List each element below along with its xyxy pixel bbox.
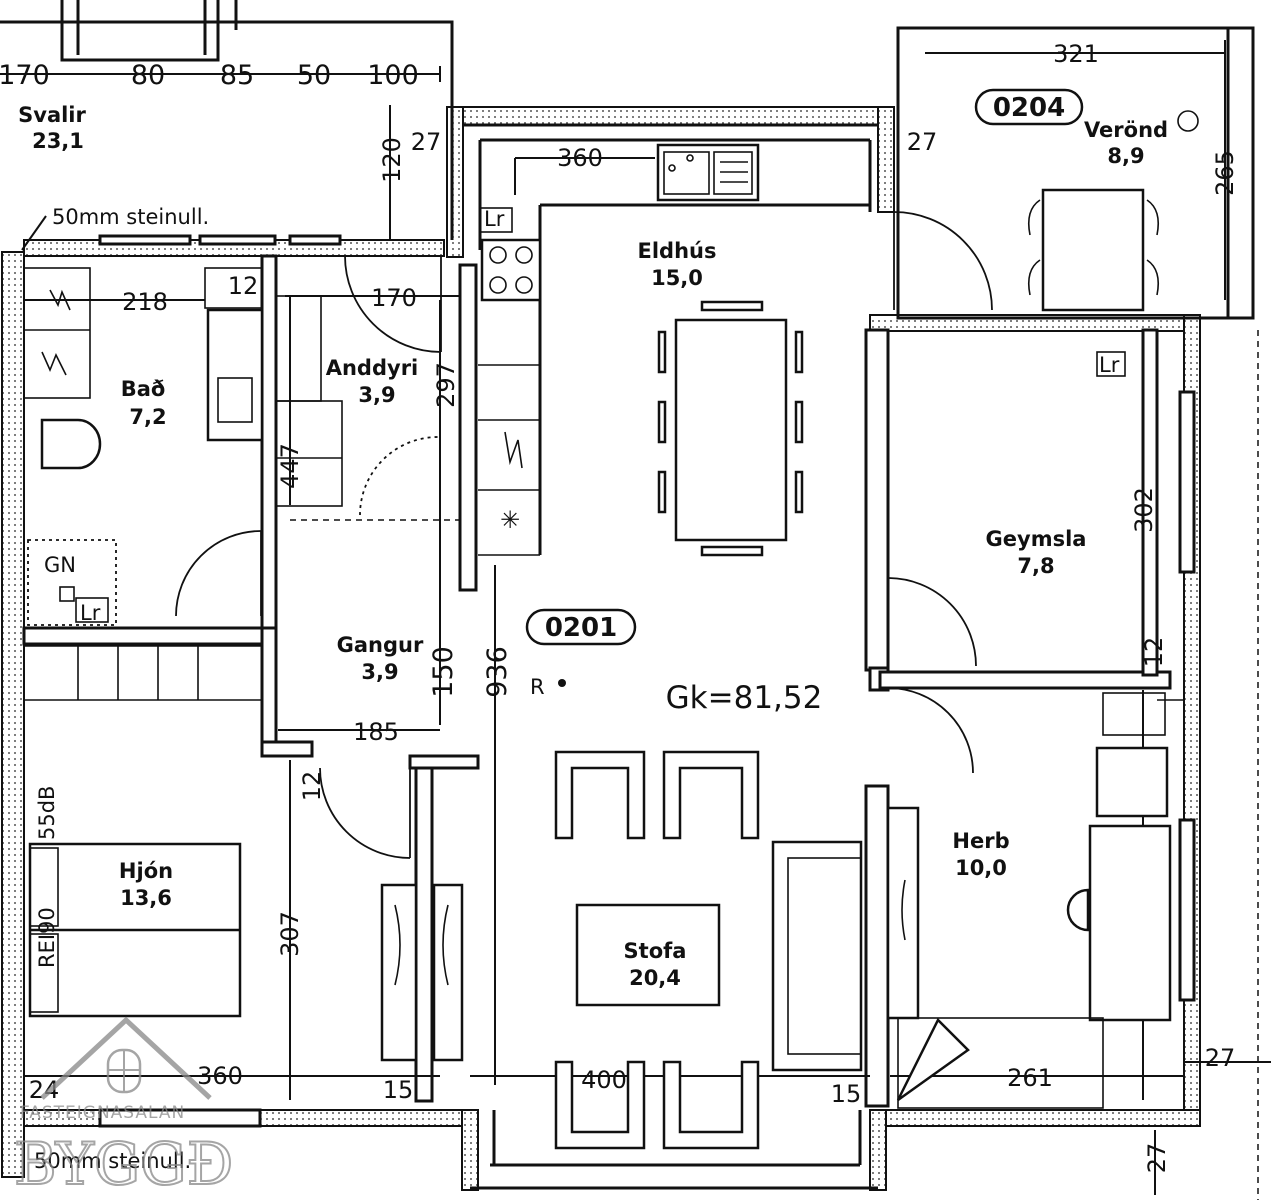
- room-eldhus-name: Eldhús: [638, 239, 717, 263]
- dim-24: 24: [29, 1076, 60, 1104]
- dim-360-kitchen: 360: [557, 144, 603, 172]
- dim-936: 936: [482, 646, 513, 698]
- dim-307: 307: [276, 911, 304, 957]
- dim-12-storage: 12: [1140, 637, 1168, 668]
- doors: [175, 211, 993, 859]
- dimension-labels: 170 80 85 50 100 321 265 27 27 120 360 2…: [0, 40, 1239, 1173]
- watermark-line2: BYGGÐ: [14, 1130, 233, 1198]
- room-herb-name: Herb: [952, 829, 1009, 853]
- room-hjon-name: Hjón: [119, 859, 173, 883]
- fan-icon: ✳: [500, 506, 520, 534]
- dim-218: 218: [122, 288, 168, 316]
- terrace-unit-tag: 0204: [993, 93, 1065, 123]
- insulation-note-top: 50mm steinull.: [52, 205, 209, 229]
- dim-360-bedroom: 360: [197, 1062, 243, 1090]
- room-gangur-name: Gangur: [337, 633, 424, 657]
- room-stofa-name: Stofa: [624, 939, 687, 963]
- room-geymsla-name: Geymsla: [986, 527, 1087, 551]
- insulation-note-bottom: 50mm steinull.: [34, 1149, 191, 1173]
- dim-321: 321: [1053, 40, 1099, 68]
- room-svalir-area: 23,1: [32, 129, 84, 153]
- dim-50: 50: [297, 60, 331, 91]
- dim-80: 80: [131, 60, 165, 91]
- storage-fixtures: [1096, 351, 1126, 377]
- watermark-line1: FASTEIGNASALAN: [20, 1103, 185, 1123]
- room-herb-furniture: [886, 692, 1184, 1109]
- dim-400: 400: [581, 1066, 627, 1094]
- room-svalir-name: Svalir: [18, 103, 86, 127]
- hall-fixtures: [275, 295, 464, 1062]
- sound-rating-note: 55dB: [35, 786, 59, 840]
- dim-447: 447: [276, 443, 304, 489]
- living-furniture: [554, 750, 863, 1150]
- kitchen-fixtures: ✳: [478, 143, 804, 557]
- dim-261: 261: [1007, 1064, 1053, 1092]
- dim-297: 297: [432, 362, 460, 408]
- dim-27-left: 27: [411, 128, 442, 156]
- dim-150: 150: [428, 646, 459, 698]
- room-bad-name: Bað: [121, 377, 166, 401]
- dim-170-top: 170: [0, 60, 50, 91]
- room-hjon-area: 13,6: [120, 886, 172, 910]
- terrace-furniture: [1027, 110, 1199, 312]
- room-eldhus-area: 15,0: [651, 266, 703, 290]
- room-geymsla-area: 7,8: [1017, 554, 1054, 578]
- main-unit-tag: 0201: [545, 613, 617, 643]
- room-stofa-area: 20,4: [629, 966, 681, 990]
- dim-15-left: 15: [383, 1076, 414, 1104]
- dim-27-bottom: 27: [1143, 1143, 1171, 1174]
- dim-302: 302: [1130, 487, 1158, 533]
- bedroom-furniture: [24, 645, 262, 1018]
- room-anddyri-area: 3,9: [358, 383, 395, 407]
- agency-watermark: FASTEIGNASALAN BYGGÐ: [13, 1016, 234, 1199]
- r-marker: R: [530, 675, 545, 699]
- room-herb-area: 10,0: [955, 856, 1007, 880]
- dim-12-bath: 12: [228, 272, 259, 300]
- dim-170-hall: 170: [371, 284, 417, 312]
- room-verond-name: Verönd: [1084, 118, 1168, 142]
- dim-100: 100: [367, 60, 419, 91]
- dim-265: 265: [1211, 150, 1239, 196]
- dim-27-right: 27: [907, 128, 938, 156]
- gross-area: Gk=81,52: [666, 680, 823, 716]
- dim-27-bottom-right: 27: [1205, 1044, 1236, 1072]
- lr-label-storage: Lr: [1099, 353, 1120, 377]
- gn-label: GN: [44, 553, 76, 577]
- room-labels: Svalir 23,1 Verönd 8,9 Eldhús 15,0 Bað 7…: [18, 103, 1168, 990]
- room-bad-area: 7,2: [129, 405, 166, 429]
- unit-tags: 0204 0201 Gk=81,52: [525, 88, 1084, 716]
- lr-label-bath: Lr: [80, 601, 101, 625]
- lr-label-kitchen: Lr: [484, 207, 505, 231]
- dim-185: 185: [353, 718, 399, 746]
- room-verond-area: 8,9: [1107, 144, 1144, 168]
- dim-15-right: 15: [831, 1080, 862, 1108]
- fire-rating-note: REI90: [35, 907, 59, 968]
- room-anddyri-name: Anddyri: [326, 356, 419, 380]
- room-gangur-area: 3,9: [361, 660, 398, 684]
- dim-85: 85: [220, 60, 254, 91]
- r-marker-dot: [558, 679, 566, 687]
- bathroom-fixtures: [23, 267, 264, 626]
- dim-120: 120: [378, 137, 406, 183]
- notes: 50mm steinull. 50mm steinull. 55dB REI90…: [21, 205, 1120, 1173]
